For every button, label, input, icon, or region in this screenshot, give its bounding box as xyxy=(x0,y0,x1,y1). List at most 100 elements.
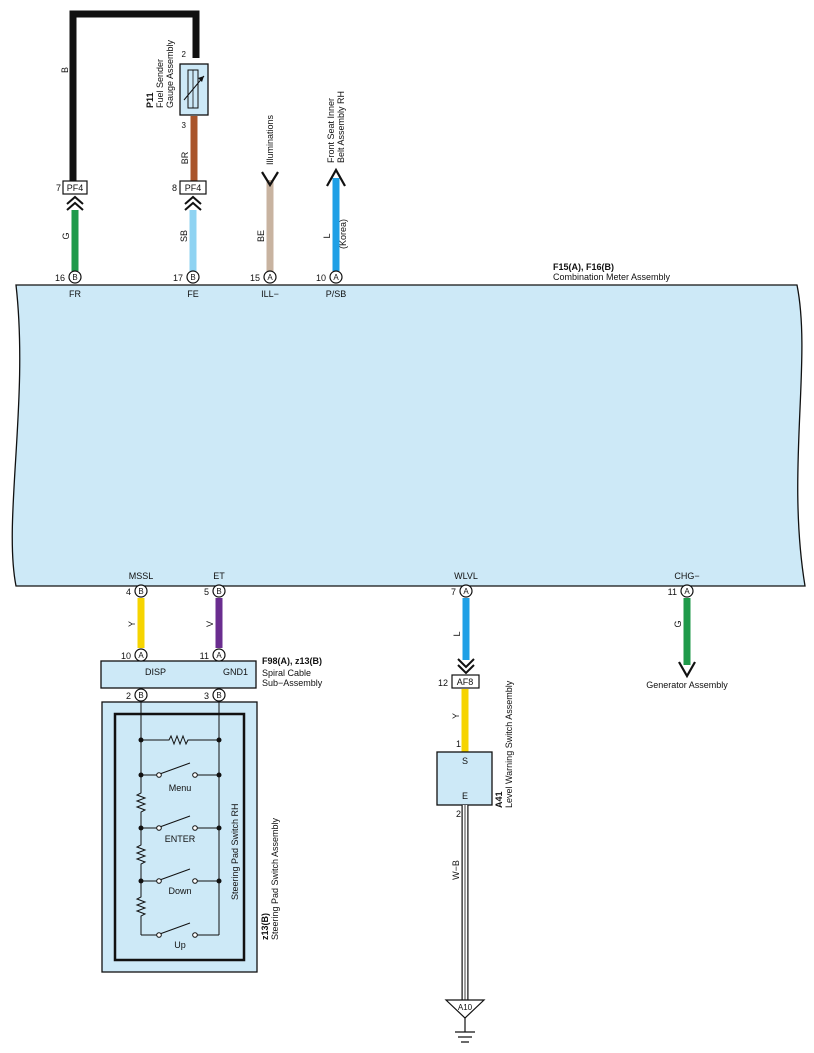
svg-text:FR: FR xyxy=(69,289,81,299)
svg-text:GND1: GND1 xyxy=(223,667,248,677)
meter-pin-et: ET 5 B xyxy=(204,571,226,598)
svg-text:B: B xyxy=(138,691,143,700)
generator-arrow-icon xyxy=(678,661,696,679)
svg-text:12: 12 xyxy=(438,678,448,688)
svg-text:17: 17 xyxy=(173,273,183,283)
combination-meter-assembly xyxy=(11,284,806,587)
level-switch-term-s: S xyxy=(462,756,468,766)
spiral-pin-3: 3 B xyxy=(204,688,226,702)
svg-text:B: B xyxy=(216,587,221,596)
meter-pin-chg: CHG− 11 A xyxy=(668,571,700,598)
spiral-code: F98(A), z13(B) xyxy=(262,656,322,666)
illuminations-label: Illuminations xyxy=(265,114,275,165)
svg-text:11: 11 xyxy=(668,587,677,597)
svg-text:10: 10 xyxy=(121,651,131,661)
svg-text:PF4: PF4 xyxy=(185,183,202,193)
svg-text:A: A xyxy=(333,273,339,282)
svg-text:A: A xyxy=(684,587,690,596)
svg-text:B: B xyxy=(138,587,143,596)
wire-label-wb: W−B xyxy=(451,860,461,880)
fuel-sender-pin-top: 2 xyxy=(182,50,187,59)
svg-text:MSSL: MSSL xyxy=(129,571,154,581)
svg-text:ILL−: ILL− xyxy=(261,289,279,299)
meter-pin-psb: 10 A P/SB xyxy=(316,270,347,299)
switch-label-up: Up xyxy=(174,940,186,950)
front-seat-line2: Belt Assembly RH xyxy=(336,91,346,163)
wire-label-l-top: L xyxy=(322,233,332,238)
steering-pad-inner-name: Steering Pad Switch RH xyxy=(230,803,240,900)
connector-pf4-left: 7 PF4 xyxy=(56,180,88,211)
spiral-pin-gnd1: 11 A GND1 xyxy=(200,648,248,677)
svg-text:A: A xyxy=(216,651,222,660)
wire-black-b xyxy=(69,10,200,182)
svg-text:AF8: AF8 xyxy=(457,677,474,687)
wire-label-be: BE xyxy=(256,230,266,242)
switch-label-menu: Menu xyxy=(169,783,192,793)
svg-text:15: 15 xyxy=(250,273,260,283)
svg-text:3: 3 xyxy=(204,691,209,701)
meter-pin-mssl: MSSL 4 B xyxy=(126,571,154,598)
level-switch-code: A41 xyxy=(494,791,504,808)
fuel-sender-name-1: Fuel Sender xyxy=(155,59,165,108)
svg-text:11: 11 xyxy=(200,651,209,661)
svg-text:7: 7 xyxy=(56,183,61,193)
front-seat-line1: Front Seat Inner xyxy=(326,98,336,163)
svg-text:A: A xyxy=(138,651,144,660)
front-seat-arrow-icon xyxy=(326,167,346,187)
svg-text:P/SB: P/SB xyxy=(326,289,347,299)
svg-text:DISP: DISP xyxy=(145,667,166,677)
svg-text:FE: FE xyxy=(187,289,199,299)
svg-text:A10: A10 xyxy=(458,1003,473,1012)
svg-text:B: B xyxy=(72,273,77,282)
wire-label-y2: Y xyxy=(451,713,461,719)
switch-label-enter: ENTER xyxy=(165,834,196,844)
wire-label-br: BR xyxy=(180,151,190,164)
fuel-sender-code: P11 xyxy=(145,92,155,108)
connector-pf4-right: 8 PF4 xyxy=(172,180,207,211)
svg-text:B: B xyxy=(190,273,195,282)
svg-text:ET: ET xyxy=(213,571,225,581)
spiral-name-1: Spiral Cable xyxy=(262,668,311,678)
fuel-sender-name-2: Gauge Assembly xyxy=(165,39,175,108)
meter-name: Combination Meter Assembly xyxy=(553,272,671,282)
meter-pin-fe: 17 B FE xyxy=(173,270,200,299)
svg-text:B: B xyxy=(216,691,221,700)
svg-text:4: 4 xyxy=(126,587,131,597)
wire-label-y: Y xyxy=(127,621,137,627)
svg-text:5: 5 xyxy=(204,587,209,597)
meter-code: F15(A), F16(B) xyxy=(553,262,614,272)
svg-text:8: 8 xyxy=(172,183,177,193)
wire-label-g-bottom: G xyxy=(673,620,683,627)
illuminations-arrow-icon xyxy=(261,171,279,188)
af8-arrow-icon xyxy=(457,658,475,675)
spiral-name-2: Sub−Assembly xyxy=(262,678,323,688)
generator-label: Generator Assembly xyxy=(646,680,728,690)
level-switch-term-e: E xyxy=(462,791,468,801)
wire-label-g-top: G xyxy=(61,232,71,239)
fuel-sender-pin-bottom: 3 xyxy=(182,121,187,130)
svg-text:10: 10 xyxy=(316,273,326,283)
spiral-pin-disp: 10 A DISP xyxy=(121,648,166,677)
spiral-pin-2: 2 B xyxy=(126,688,148,702)
svg-text:WLVL: WLVL xyxy=(454,571,478,581)
svg-text:16: 16 xyxy=(55,273,65,283)
wire-note-korea: (Korea) xyxy=(338,219,348,249)
level-switch-pin-top: 1 xyxy=(456,739,461,749)
steering-pad-contacts xyxy=(156,772,198,938)
svg-text:2: 2 xyxy=(126,691,131,701)
wire-label-sb: SB xyxy=(179,230,189,242)
ground-a10: A10 xyxy=(444,999,486,1043)
steering-pad-name: Steering Pad Switch Assembly xyxy=(270,817,280,940)
wire-label-v: V xyxy=(205,621,215,627)
meter-pin-ill: 15 A ILL− xyxy=(250,270,279,299)
fuel-sender-gauge: 2 3 xyxy=(179,50,209,130)
meter-pin-fr: 16 B FR xyxy=(55,270,82,299)
ground-icon xyxy=(455,1018,475,1043)
steering-pad-code: z13(B) xyxy=(260,913,270,940)
svg-text:CHG−: CHG− xyxy=(674,571,699,581)
level-switch-name: Level Warning Switch Assembly xyxy=(504,680,514,808)
steering-pad-switch-rh xyxy=(113,712,246,962)
switch-label-down: Down xyxy=(168,886,191,896)
svg-text:7: 7 xyxy=(451,587,456,597)
wire-label-l-bottom: L xyxy=(452,631,462,636)
